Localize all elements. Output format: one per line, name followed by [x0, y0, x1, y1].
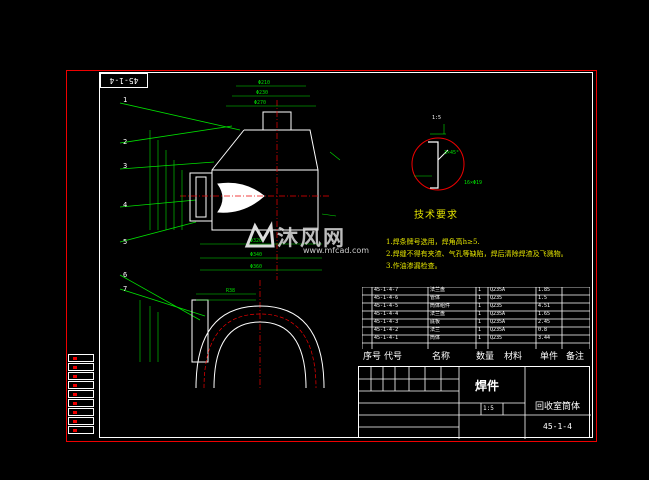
bom-header-name: 名称	[432, 352, 451, 362]
flange-view	[191, 299, 325, 389]
tech-requirement-item: 1.焊条牌号选用，焊角高h≥5.	[386, 238, 480, 246]
bom-header-material: 材料	[504, 352, 523, 362]
table-row: 45-1-4-3 底板 1 Q235A 2.45	[374, 319, 551, 325]
watermark-logo-icon	[244, 221, 275, 248]
assembly-name: 回收室筒体	[535, 402, 581, 412]
dim-text: R38	[226, 288, 236, 294]
part-marker-2: 2	[123, 138, 128, 146]
bom-header-qty: 数量	[476, 352, 495, 362]
watermark: 沐风网 www.mfcad.com	[243, 220, 393, 260]
main-body-outline	[189, 111, 319, 231]
detail-angle: 3×45°	[444, 150, 460, 156]
part-marker-4: 4	[123, 201, 128, 209]
center-lines	[180, 100, 330, 390]
title-block: 焊件 回收室筒体 45-1-4 1:5	[358, 366, 591, 439]
dim-text: Φ340	[250, 252, 263, 258]
table-row: 45-1-4-6 管体 1 Q235 1.5	[374, 295, 548, 301]
bom-header-index: 序号	[363, 352, 382, 362]
dim-text: Φ210	[258, 80, 271, 86]
revision-strip	[66, 354, 96, 440]
table-row: 45-1-4-1 筒体 1 Q235 3.44	[374, 335, 551, 341]
tech-requirement-item: 2.焊缝不得有夹渣、气孔等缺陷，焊后清除焊渣及飞溅物。	[386, 250, 568, 258]
flange-bolt-circle	[203, 313, 317, 389]
dim-text: Φ230	[256, 90, 269, 96]
scale-value: 1:5	[483, 405, 494, 412]
table-row: 45-1-4-4 法兰盘 1 Q235A 1.65	[374, 311, 551, 317]
table-row: 45-1-4-5 筒体组件 1 Q235 4.51	[374, 303, 551, 309]
bom-grid	[362, 287, 590, 349]
inner-drawing-frame	[99, 72, 593, 438]
watermark-brand: 沐风网	[277, 226, 346, 250]
dim-text: Φ270	[254, 100, 267, 106]
tech-requirements-title: 技术要求	[414, 210, 458, 221]
part-marker-1: 1	[123, 96, 128, 104]
detail-scale: 1:5	[432, 115, 442, 121]
bill-of-materials: 45-1-4-7 法兰盘 1 Q235A 1.85 45-1-4-6 管体 1 …	[362, 287, 590, 367]
title-drawing-number: 45-1-4	[543, 422, 572, 431]
part-marker-3: 3	[123, 162, 128, 170]
outer-border-frame	[66, 70, 597, 442]
tech-requirement-item: 3.作油渗漏检查。	[386, 262, 442, 270]
part-marker-6: 6	[123, 271, 128, 279]
dim-text: Φ360	[250, 264, 263, 270]
detail-note: 16×Φ19	[464, 180, 483, 186]
part-marker-5: 5	[123, 238, 128, 246]
table-row: 45-1-4-7 法兰盘 1 Q235A 1.85	[374, 287, 551, 293]
bom-header-unit: 单件	[540, 352, 559, 362]
table-row: 45-1-4-2 法兰 1 Q235A 0.8	[374, 327, 548, 333]
bom-header-note: 备注	[566, 352, 585, 362]
part-name: 焊件	[475, 379, 500, 393]
part-marker-7: 7	[123, 285, 128, 293]
title-block-grid	[359, 367, 591, 439]
dim-text: Φ320	[250, 238, 263, 244]
detail-view	[411, 124, 465, 191]
watermark-url: www.mfcad.com	[303, 246, 370, 255]
bom-header-code: 代号	[384, 352, 403, 362]
flange-dimensions	[139, 293, 256, 362]
dimension-lines	[149, 85, 341, 271]
